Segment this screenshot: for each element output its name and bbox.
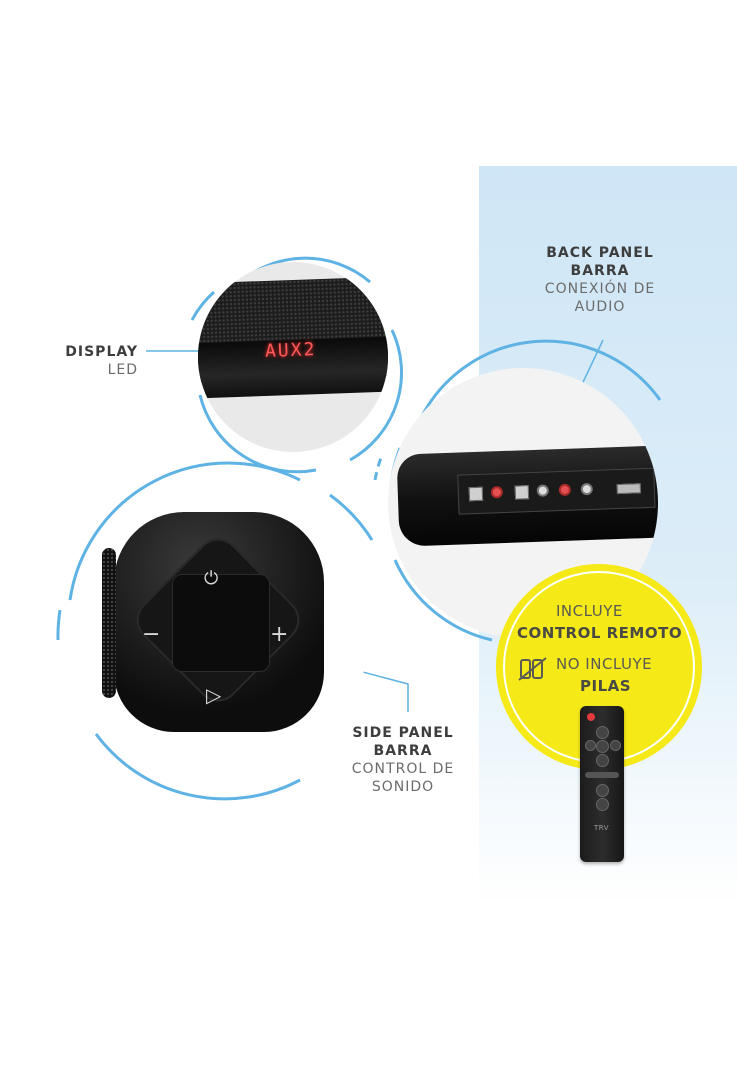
badge-line4: PILAS (580, 677, 632, 695)
badge-line2: CONTROL REMOTO (517, 624, 683, 642)
back-panel-line4: AUDIO (574, 299, 626, 315)
optical-port-icon (468, 486, 484, 502)
side-panel-line4: SONIDO (371, 779, 435, 795)
side-panel-line1: SIDE PANEL (352, 725, 454, 741)
side-panel-line3: CONTROL DE (351, 761, 455, 777)
rca-white-jack-icon (536, 484, 550, 497)
remote-control: TRV (580, 706, 624, 862)
remote-button-row (585, 772, 619, 778)
hdmi-port-icon (616, 483, 641, 495)
side-grille (102, 548, 116, 698)
remote-button (596, 740, 609, 753)
power-icon: ⏻ (204, 568, 219, 589)
remote-button (596, 726, 609, 739)
coax-port-icon (514, 485, 530, 500)
plus-icon: + (270, 622, 289, 647)
remote-button (596, 798, 609, 811)
remote-button (596, 754, 609, 767)
connector-plate (457, 467, 656, 515)
remote-power-icon (587, 713, 595, 721)
back-panel-line3: CONEXIÓN DE (544, 281, 656, 297)
play-icon: ▷ (206, 683, 222, 707)
remote-button (596, 784, 609, 797)
badge-line1: INCLUYE (556, 602, 623, 620)
remote-logo: TRV (594, 824, 610, 832)
side-panel-label: SIDE PANEL BARRA CONTROL DE SONIDO (340, 724, 466, 796)
badge-line3: NO INCLUYE (556, 655, 653, 673)
rca-red-jack-2-icon (558, 483, 572, 497)
back-panel-label: BACK PANEL BARRA CONEXIÓN DE AUDIO (530, 244, 670, 316)
display-label-sub: LED (107, 362, 138, 378)
back-panel-line1: BACK PANEL (546, 245, 654, 261)
aux-jack-icon (580, 482, 593, 496)
back-panel-line2: BARRA (570, 263, 630, 279)
display-label-title: DISPLAY (65, 344, 138, 360)
rca-red-jack-icon (490, 486, 504, 499)
display-photo (198, 262, 388, 452)
no-batteries-icon (518, 657, 547, 681)
side-panel-photo: ⏻ − + ▷ (72, 488, 368, 784)
remote-button (585, 740, 596, 751)
display-label: DISPLAY LED (56, 343, 138, 379)
minus-icon: − (142, 622, 161, 647)
remote-button (610, 740, 621, 751)
center-pad (172, 574, 270, 672)
side-panel-line2: BARRA (373, 743, 433, 759)
soundbar-back (396, 445, 658, 547)
led-readout: AUX2 (264, 339, 317, 362)
